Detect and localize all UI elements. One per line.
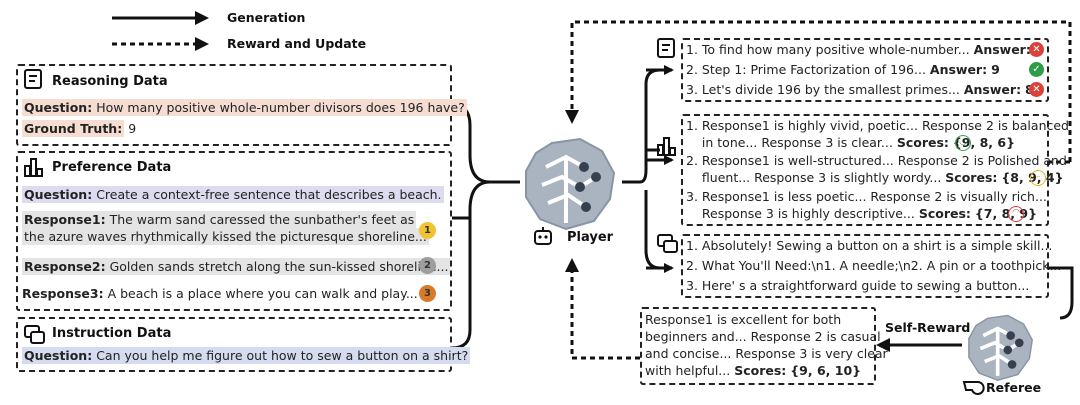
instruction-output-3: 3. Here' s a straightforward guide to se… — [686, 278, 1030, 293]
preference-response2: Response2: Golden sands stretch along th… — [22, 258, 451, 275]
reasoning-output-1: 1. To find how many positive whole-numbe… — [686, 42, 1044, 57]
preference-data-box — [16, 151, 452, 311]
self-reward-line-3: and concise... Response 3 is very clear — [645, 346, 888, 361]
referee-label: Referee — [986, 380, 1042, 395]
happy-face-icon: ◡ — [955, 135, 971, 151]
legend-reward-label: Reward and Update — [227, 36, 367, 51]
bottom-feedback-arrow — [565, 258, 640, 360]
robot-icon — [534, 227, 552, 245]
sad-face-icon: ◠ — [1008, 206, 1024, 222]
wrong-icon: ✕ — [1029, 42, 1044, 57]
instruction-header: Instruction Data — [52, 326, 172, 341]
top-feedback-arrow — [565, 20, 1072, 162]
whistle-icon — [962, 381, 985, 395]
self-reward-label: Self-Reward — [885, 320, 971, 335]
referee-feed-line — [1047, 266, 1074, 320]
self-reward-line-2: beginners and... Response 2 is casual — [645, 329, 881, 344]
preference-output-box — [681, 114, 1049, 226]
out-doc-icon — [657, 38, 675, 58]
instruction-output-1: 1. Absolutely! Sewing a button on a shir… — [686, 238, 1053, 253]
player-brain-icon — [525, 137, 616, 231]
reasoning-question: Question: How many positive whole-number… — [22, 99, 467, 116]
player-label: Player — [567, 230, 614, 245]
neutral-face-icon: – — [1030, 170, 1046, 186]
instruction-question: Question: Can you help me figure out how… — [22, 347, 471, 364]
referee-brain-icon — [968, 314, 1033, 381]
correct-icon: ✓ — [1029, 62, 1044, 77]
instruction-data-box — [16, 317, 452, 372]
reasoning-output-3: 3. Let's divide 196 by the smallest prim… — [686, 82, 1034, 97]
preference-output-3: 3. Response1 is less poetic... Response … — [686, 189, 1047, 221]
out-chat-icon — [657, 234, 678, 253]
preference-chart-icon — [24, 158, 43, 177]
instruction-chat-icon — [24, 325, 45, 344]
input-bracket — [451, 103, 491, 350]
reasoning-header: Reasoning Data — [52, 74, 168, 89]
preference-question: Question: Create a context-free sentence… — [22, 186, 444, 203]
out-chart-icon — [657, 137, 676, 156]
reasoning-ground-truth: Ground Truth: 9 — [22, 120, 137, 137]
reasoning-output-box — [681, 38, 1049, 102]
self-reward-line-1: Response1 is excellent for both — [645, 312, 842, 327]
preference-output-1: 1. Response1 is highly vivid, poetic... … — [686, 118, 1069, 150]
instruction-output-2: 2. What You'll Need:\n1. A needle;\n2. A… — [686, 258, 1062, 273]
reasoning-doc-icon — [24, 69, 42, 89]
silver-medal-icon: 2 — [419, 257, 436, 274]
preference-header: Preference Data — [52, 160, 172, 175]
instruction-output-box — [681, 234, 1049, 298]
preference-response1: Response1: The warm sand caressed the su… — [22, 211, 429, 245]
reasoning-output-2: 2. Step 1: Prime Factorization of 196...… — [686, 62, 1000, 77]
self-reward-box — [640, 307, 876, 385]
gold-medal-icon: 1 — [419, 222, 436, 239]
wrong-icon: ✕ — [1029, 82, 1044, 97]
preference-output-2: 2. Response1 is well-structured... Respo… — [686, 153, 1067, 185]
bronze-medal-icon: 3 — [419, 285, 436, 302]
legend-generation-label: Generation — [227, 10, 306, 25]
self-reward-line-4: with helpful... Scores: {9, 6, 10} — [645, 363, 862, 378]
output-bracket — [622, 68, 661, 270]
preference-response3: Response3: A beach is a place where you … — [22, 286, 418, 301]
